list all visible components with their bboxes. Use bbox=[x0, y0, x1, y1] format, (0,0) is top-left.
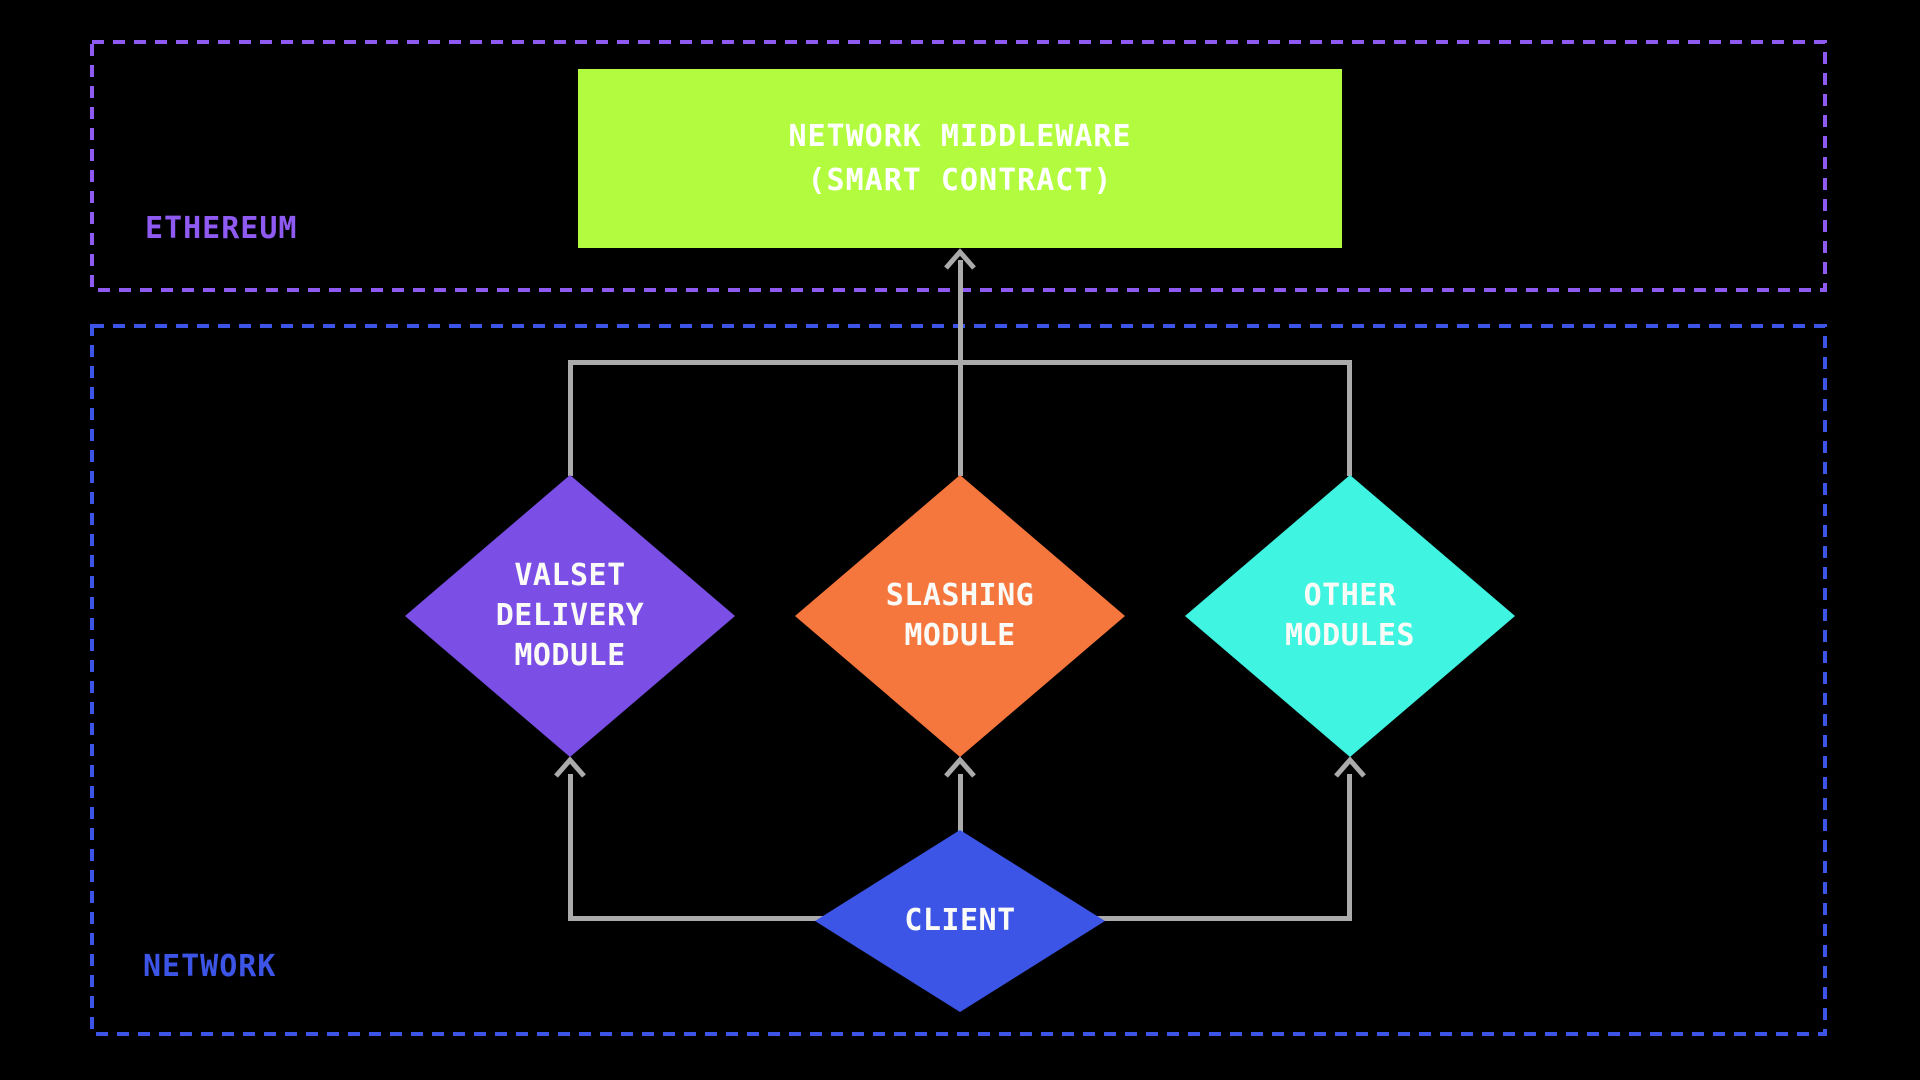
other-label-line-1: OTHER bbox=[1303, 578, 1397, 613]
middleware-label-line-2: (SMART CONTRACT) bbox=[807, 162, 1113, 198]
arrowhead-up-middleware-icon bbox=[944, 248, 976, 270]
ethereum-border-rect bbox=[90, 40, 1827, 292]
arrowhead-chevron bbox=[554, 756, 586, 778]
ethereum-section-label: ETHEREUM bbox=[145, 211, 298, 246]
connector-client-to-slashing-shaft bbox=[958, 774, 963, 832]
connector-middleware-arrow-shaft bbox=[958, 260, 963, 476]
network-middleware-node: NETWORK MIDDLEWARE (SMART CONTRACT) bbox=[578, 69, 1342, 248]
slashing-label-line-1: SLASHING bbox=[885, 578, 1035, 613]
valset-label-line-2: DELIVERY bbox=[495, 598, 645, 633]
slashing-label-line-2: MODULE bbox=[904, 618, 1016, 653]
connector-bottom-left-vertical bbox=[568, 774, 573, 921]
connector-top-right-vertical bbox=[1347, 360, 1352, 476]
arrowhead-up-other-icon bbox=[1334, 756, 1366, 778]
arrowhead-chevron bbox=[944, 756, 976, 778]
connector-bottom-right-vertical bbox=[1347, 774, 1352, 921]
arrowhead-up-valset-icon bbox=[554, 756, 586, 778]
arrowhead-up-slashing-icon bbox=[944, 756, 976, 778]
valset-label-line-1: VALSET bbox=[514, 558, 626, 593]
connector-top-left-vertical bbox=[568, 360, 573, 476]
ethereum-section-border bbox=[90, 40, 1827, 292]
other-label-line-2: MODULES bbox=[1285, 618, 1415, 653]
valset-label-line-3: MODULE bbox=[514, 638, 626, 673]
middleware-label-line-1: NETWORK MIDDLEWARE bbox=[788, 118, 1132, 154]
client-label: CLIENT bbox=[904, 903, 1016, 938]
arrowhead-chevron bbox=[944, 248, 976, 270]
arrowhead-chevron bbox=[1334, 756, 1366, 778]
network-section-label: NETWORK bbox=[143, 949, 277, 984]
